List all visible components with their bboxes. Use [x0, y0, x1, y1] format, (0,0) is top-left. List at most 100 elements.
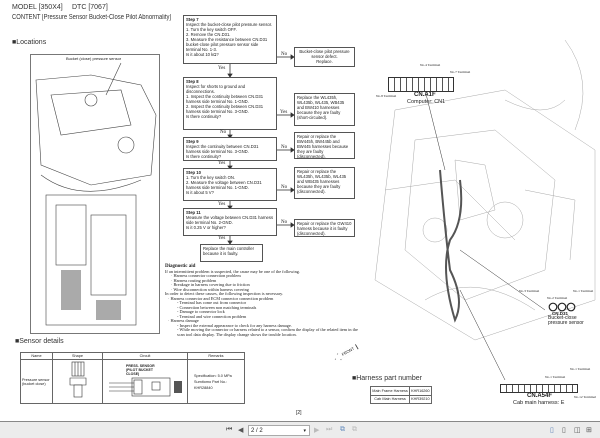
cn-a1f-t7: No.7 Terminal [450, 70, 471, 74]
diag-line: If an intermittent problem is suspected,… [165, 268, 300, 274]
step9-body: Inspect the continuity between CN.D31 ha… [186, 144, 259, 154]
cn-d31-connector-icon [548, 302, 576, 312]
chevron-down-icon: ▾ [303, 428, 306, 434]
step8-question: Is there continuity? [186, 114, 222, 119]
first-page-icon[interactable]: ⏮ [226, 426, 233, 433]
step11-yes: Yes [218, 236, 226, 241]
harness-name: Main Frame Harness [369, 386, 411, 396]
harness-heading: ■Harness part number [352, 375, 422, 382]
content-label: CONTENT [Pressure Sensor Bucket-Close Pi… [12, 14, 172, 21]
cn-d31-name: CN.D31 [552, 311, 569, 316]
remark-line: Specification: 5.0 MPa [194, 373, 232, 378]
model-label: MODEL [350X4] [12, 4, 63, 11]
sensor-name: Pressure sensor (bucket close) [20, 359, 53, 404]
step11-body: Measure the voltage between CN.D31 harne… [186, 215, 274, 225]
diag-line: - While moving the connector or harness … [177, 327, 358, 337]
page-select-value: 2 / 2 [251, 428, 263, 434]
cn-d31-t1: No.1 Terminal [573, 289, 594, 293]
cn-a1f-connector [388, 77, 454, 92]
page-select[interactable]: 2 / 2 ▾ [248, 425, 310, 436]
diagnostic-title: Diagnostic aid [165, 264, 196, 269]
remark-line: Sumitomo Part No.: [194, 379, 228, 384]
step10-result: Repair or replace the WL435h, WL435b, WL… [294, 167, 355, 199]
step8-box: Step 8 Inspect for shorts to ground and … [183, 77, 277, 130]
remark-line: KHR28840 [194, 385, 213, 390]
paste-icon[interactable]: ⧉ [352, 426, 357, 433]
step8-yes: Yes [280, 110, 288, 115]
single-page-icon[interactable]: ▯ [550, 427, 554, 434]
step11-box: Step 11 Measure the voltage between CN.D… [183, 208, 277, 236]
step9-box: Step 9 Inspect the continuity between CN… [183, 137, 277, 161]
harness-name: Cab Main Harness [369, 394, 411, 404]
cn-d31-t3: No.3 Terminal [519, 289, 540, 293]
cn-a54f-name: CN.A54F [527, 393, 553, 399]
step9-yes: Yes [218, 161, 226, 166]
page-number: [2] [296, 410, 302, 416]
two-page-icon[interactable]: ◫ [574, 427, 581, 434]
diag-line: · Harness connector and ECM connector co… [168, 295, 274, 301]
diag-line: · Harness routing problem [171, 277, 217, 283]
col-name: Name [20, 352, 53, 360]
diag-line: · Wire disconnection within harness cove… [171, 286, 249, 292]
col-circuit: Circuit [102, 352, 188, 360]
circuit-label: PRESS. SENSOR (PILOT BUCKET CLOSE) [126, 364, 155, 376]
cn-a1f-t4: No.4 Terminal [420, 63, 441, 67]
step11-title: Step 11 [186, 210, 201, 215]
cn-d31-sub: Bucket-close pressure sensor [548, 315, 584, 326]
cn-a54f-t1b: No.1 Terminal [545, 375, 566, 379]
step7-title: Step 7 [186, 17, 199, 22]
step8-title: Step 8 [186, 79, 199, 84]
cn-a1f-t8: No.8 Terminal [376, 94, 397, 98]
prev-page-icon[interactable]: ◀ [238, 427, 244, 434]
front-label: FRONT [340, 345, 356, 357]
step11-no: No [281, 220, 288, 225]
step7-box: Step 7 Inspect the bucket-close pilot pr… [183, 15, 277, 64]
diag-line: - Inspect the external appearance to che… [177, 322, 292, 328]
diag-line: - Damage to connector lock [177, 309, 225, 314]
step8-no: No [220, 130, 227, 135]
cn-a54f-t1a: No.1 Terminal [570, 367, 591, 371]
sensor-circuit: PRESS. SENSOR (PILOT BUCKET CLOSE) [102, 359, 188, 404]
circuit-diagram [109, 377, 182, 397]
cn-a1f-sub: Computer: CN1 [407, 99, 446, 105]
dtc-label: DTC [7067] [72, 4, 108, 11]
step7-body: Inspect the bucket-close pilot pressure … [186, 22, 273, 52]
diag-line: - Terminal has come out from connector [177, 300, 247, 305]
cn-a54f-connector [500, 384, 578, 393]
flowchart-connectors [227, 54, 295, 245]
step10-box: Step 10 1. Turn the key switch ON. 2. Me… [183, 168, 277, 201]
pdf-toolbar: ⏮ ◀ 2 / 2 ▾ ▶ ⏭ ⧉ ⧉ ▯ ▯ ◫ ⊞ [0, 421, 600, 438]
step10-yes: Yes [218, 202, 226, 207]
step9-question: Is there continuity? [186, 154, 222, 159]
cn-d31-t2: No.2 Terminal [547, 296, 568, 300]
step10-no: No [281, 185, 288, 190]
step7-yes: Yes [218, 66, 226, 71]
harness-part: KHR39210 [409, 394, 432, 404]
cn-a54f-sub: Cab main harness: E [513, 400, 565, 406]
step10-body: 1. Turn the key switch ON. 2. Measure th… [186, 175, 262, 190]
next-page-icon[interactable]: ▶ [314, 427, 320, 434]
locations-heading: ■Locations [12, 39, 47, 46]
diag-line: · Breakage in harness covering due to fr… [171, 282, 250, 287]
step10-title: Step 10 [186, 170, 201, 175]
final-box: Replace the main controller because it i… [200, 244, 263, 262]
step7-result: Bucket-close pilot pressure sensor defec… [294, 47, 355, 67]
diag-line: - Terminal and wire connection problem [177, 313, 247, 319]
step9-no: No [281, 145, 288, 150]
last-page-icon[interactable]: ⏭ [326, 426, 333, 433]
step9-result: Repair or replace the BW445h, BW445b and… [294, 132, 355, 159]
step11-question: Is it 0.25 V or higher? [186, 225, 226, 230]
cn-a54f-t12: No.12 Terminal [574, 395, 597, 399]
step11-result: Repair or replace the GW410 harness beca… [294, 219, 355, 237]
callout-label: Bucket (close) pressure sensor [66, 56, 122, 61]
locations-figure: Bucket (close) pressure sensor [30, 54, 160, 334]
continuous-page-icon[interactable]: ▯ [562, 427, 566, 434]
step8-body: Inspect for shorts to ground and disconn… [186, 84, 264, 114]
two-page-continuous-icon[interactable]: ⊞ [586, 427, 592, 434]
machine-location-drawing [35, 62, 157, 326]
diag-line: - Connection between non matching termin… [177, 304, 257, 310]
copy-icon[interactable]: ⧉ [340, 426, 345, 433]
